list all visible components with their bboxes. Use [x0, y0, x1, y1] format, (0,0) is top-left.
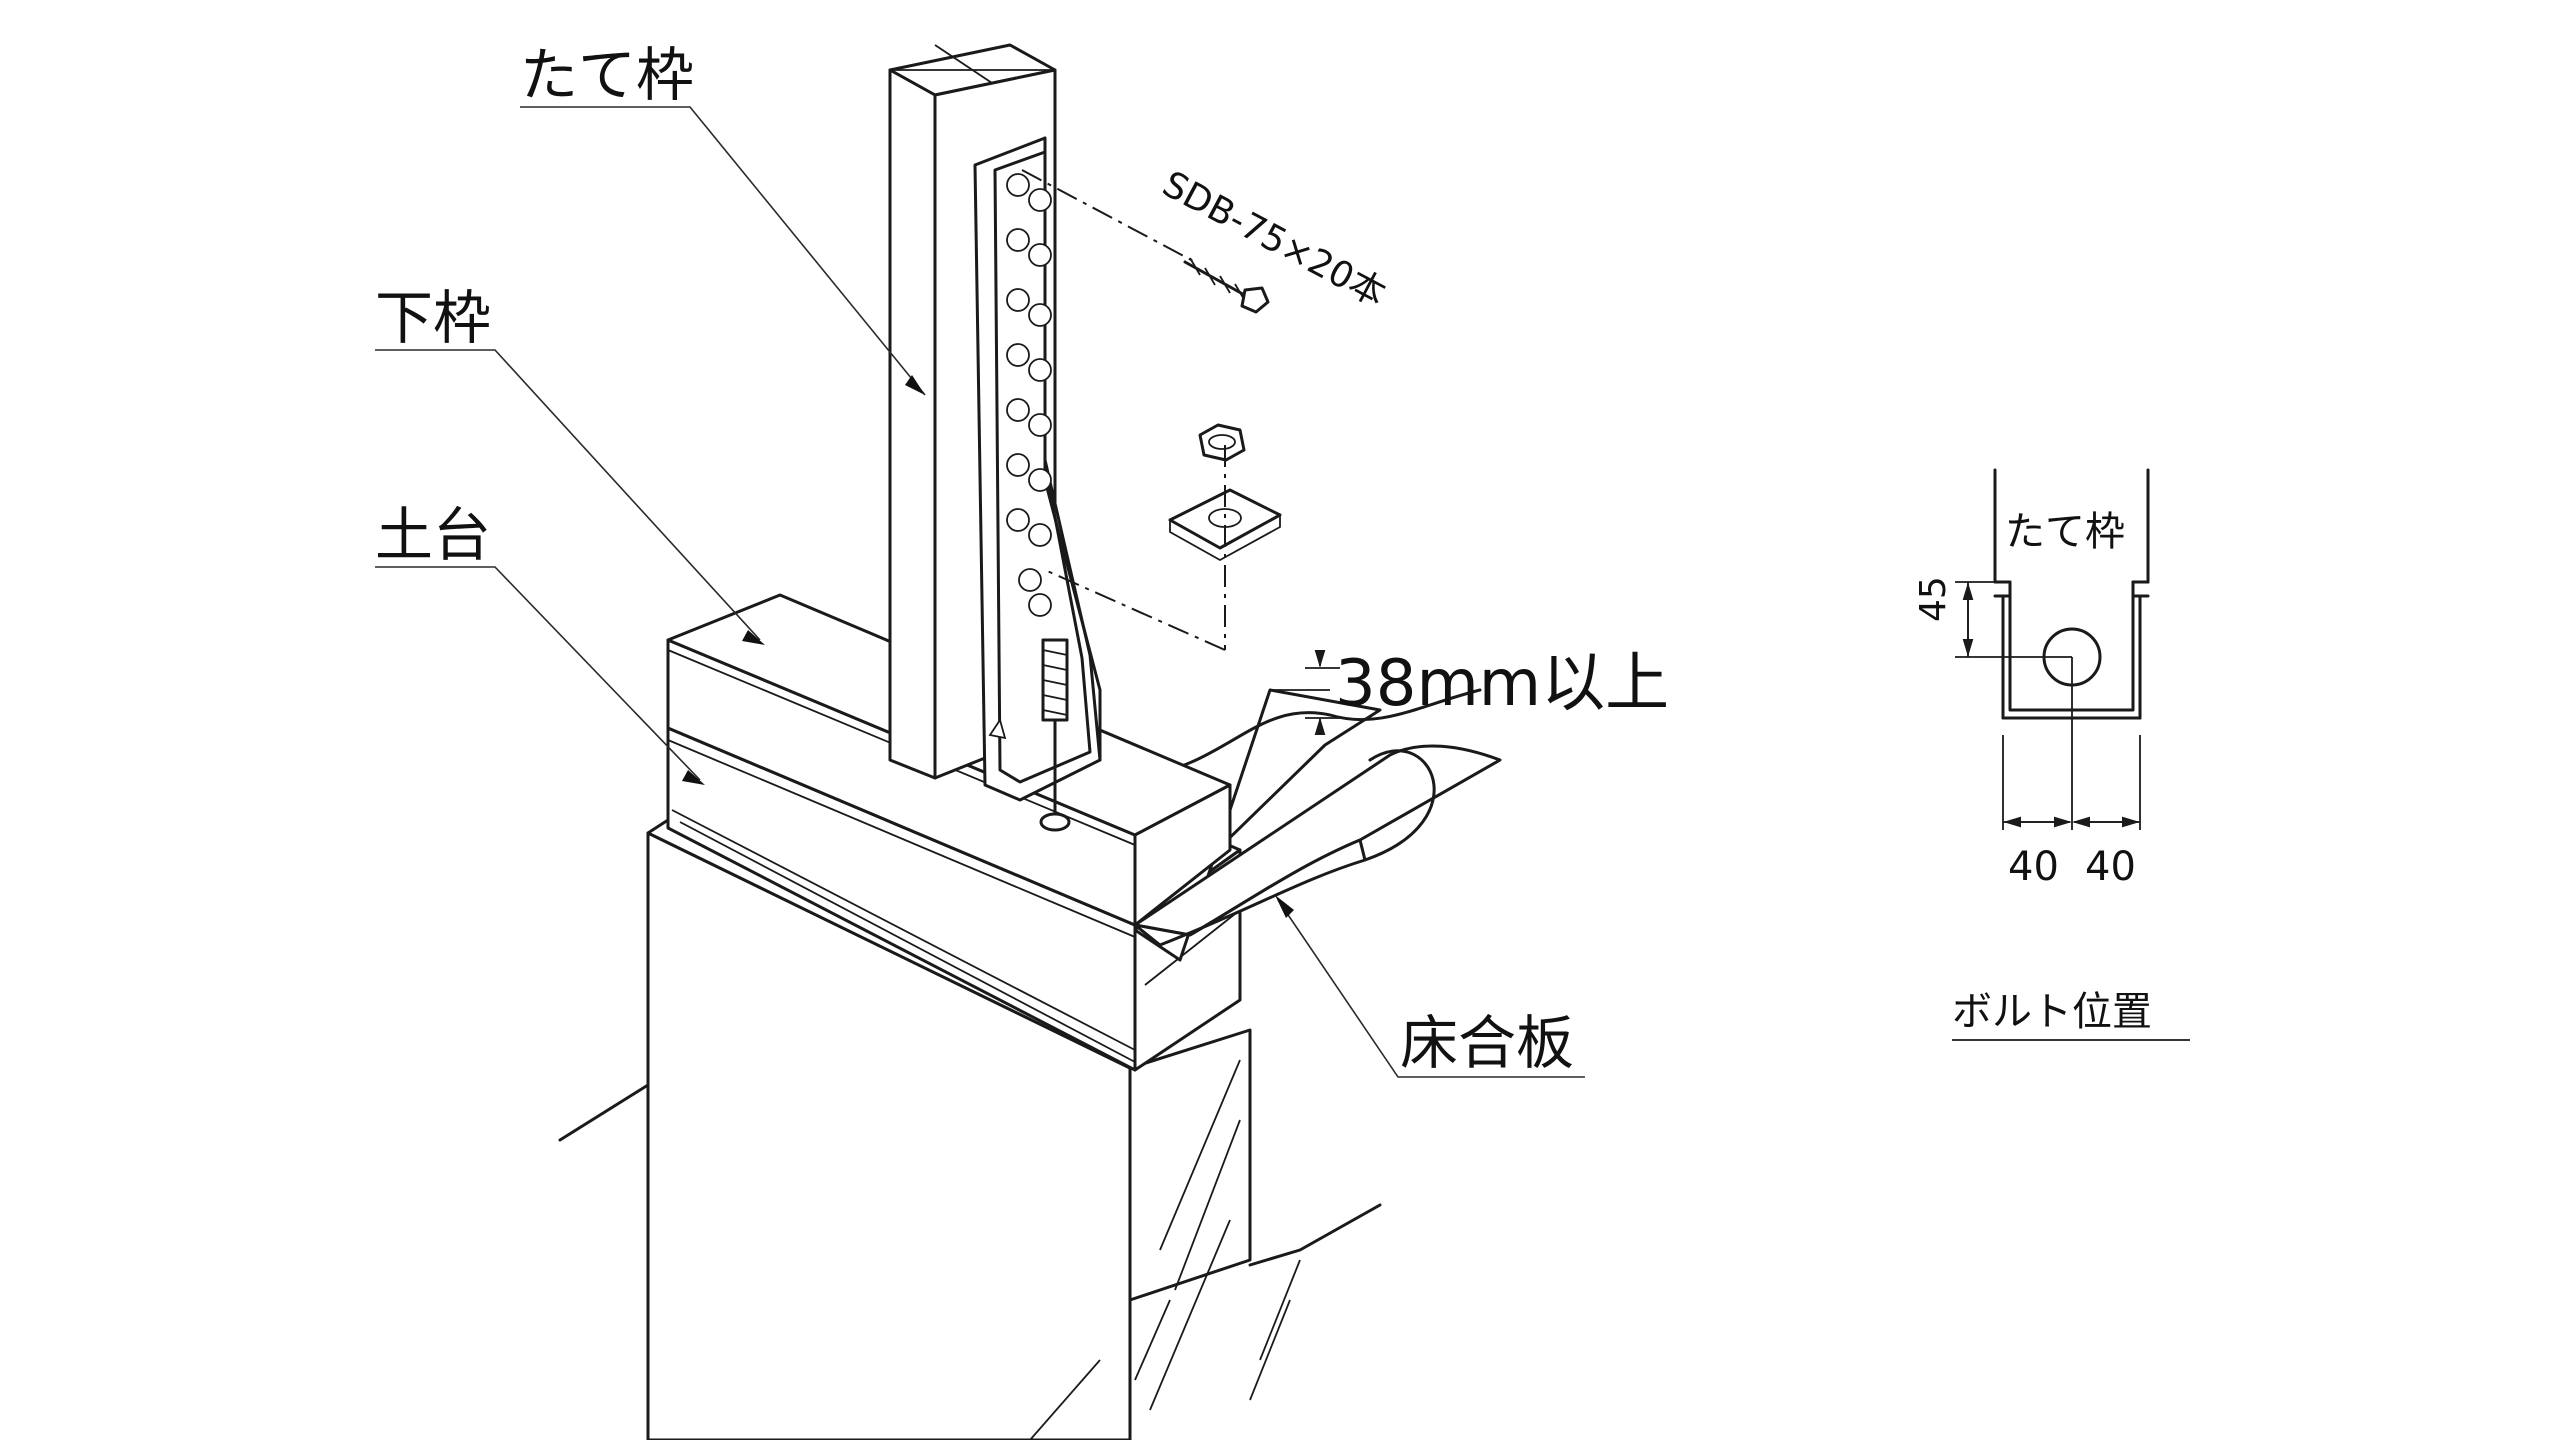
hold-down-bracket — [973, 136, 1102, 832]
dimension-40-left: 40 — [2008, 844, 2059, 890]
leader-sill-arrow — [682, 770, 705, 785]
leader-bottom-frame — [375, 349, 761, 641]
label-screw-spec: SDB-75×20本 — [1156, 164, 1392, 316]
leader-floor-board-arrow — [1275, 895, 1294, 918]
label-sill: 土台 — [375, 501, 491, 569]
leader-floor-board — [1277, 899, 1585, 1078]
dimension-45: 45 — [1913, 576, 1954, 622]
leader-vertical-frame — [520, 106, 926, 396]
nut — [1198, 423, 1246, 462]
sdb-screw — [1183, 257, 1270, 314]
bolt-position-detail — [1952, 468, 2190, 1041]
anchor-bolt — [1039, 638, 1071, 832]
label-floor-board: 床合板 — [1400, 1009, 1574, 1077]
bolt-position-title: ボルト位置 — [1952, 989, 2152, 1035]
dimension-40-right: 40 — [2085, 844, 2136, 890]
leader-bottom-frame-arrow — [742, 630, 765, 645]
washer — [1168, 488, 1282, 562]
label-bottom-frame: 下枠 — [375, 284, 491, 352]
leader-sill — [375, 566, 701, 781]
screw-heads — [1006, 173, 1052, 617]
floor-board — [1133, 688, 1502, 962]
thickness-dimension — [1270, 649, 1340, 736]
label-detail-vertical-frame: たて枠 — [2005, 509, 2125, 555]
label-min-thickness: 38mm以上 — [1335, 647, 1669, 721]
label-vertical-frame: たて枠 — [520, 41, 694, 109]
leader-vertical-frame-arrow — [905, 375, 925, 395]
